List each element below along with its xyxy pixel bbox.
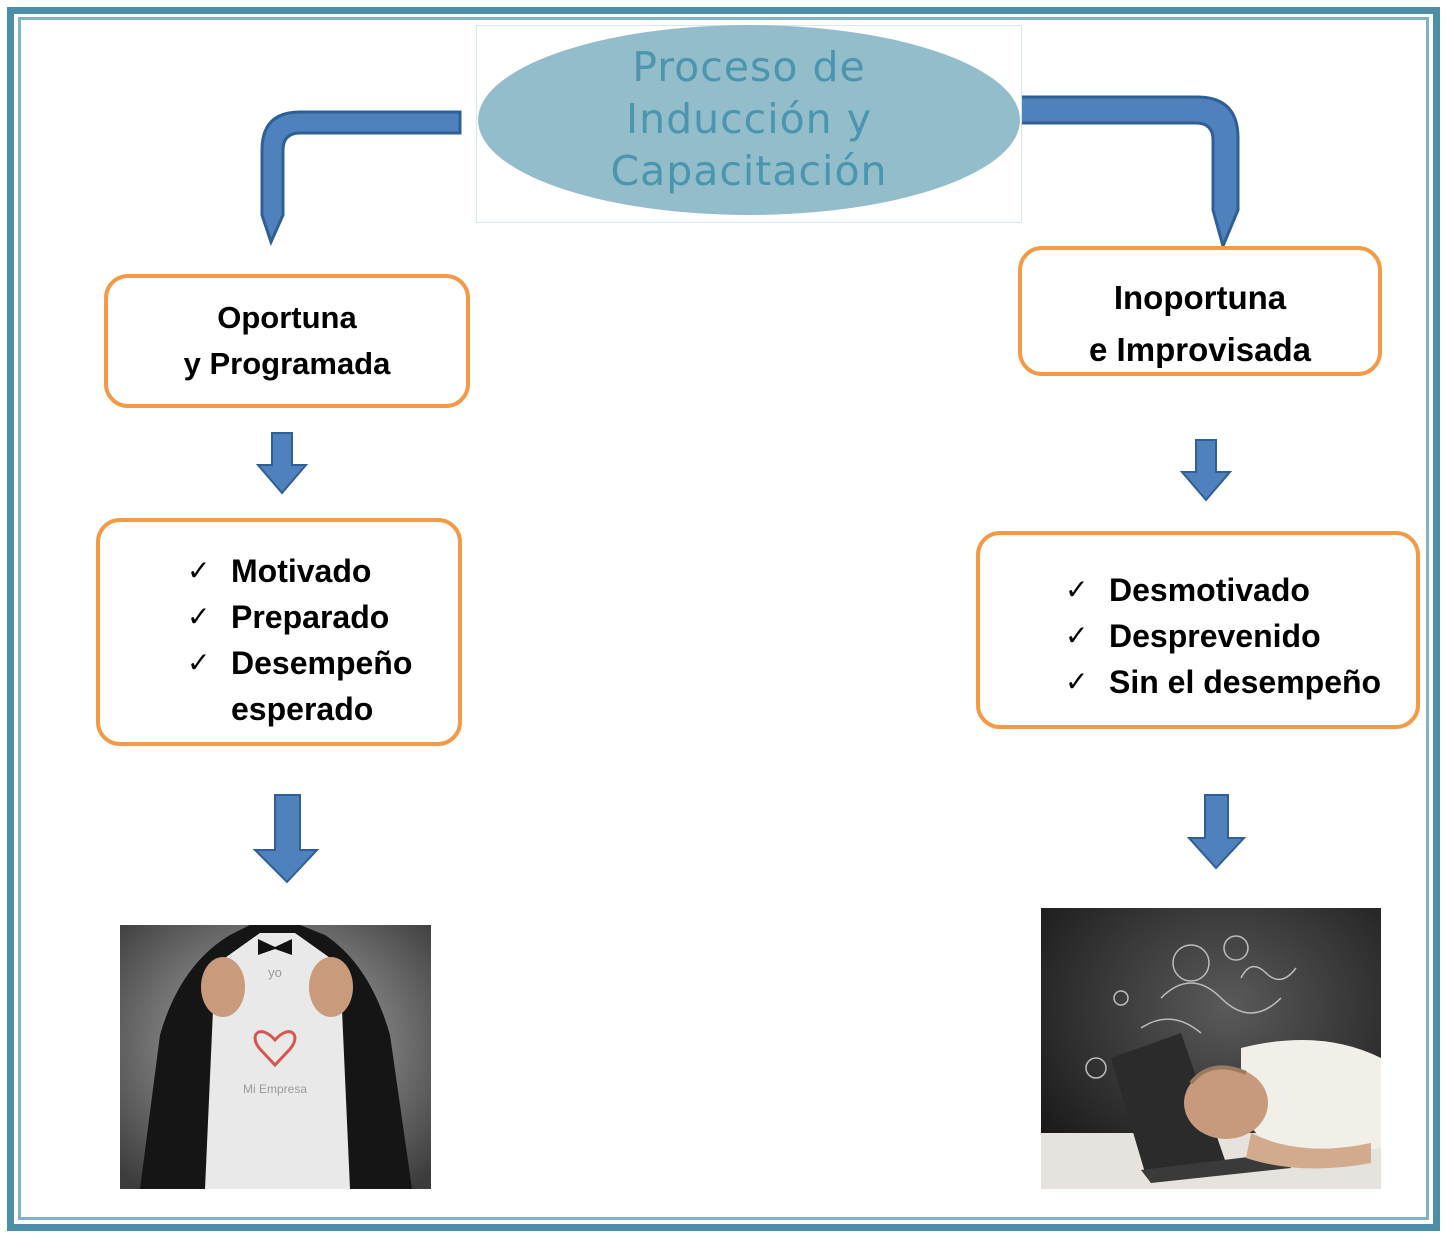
right-heading-line-1: Inoportuna <box>1113 279 1287 316</box>
check-icon: ✓ <box>187 554 211 587</box>
right-item-1: ✓Desmotivado <box>1065 567 1381 613</box>
check-icon: ✓ <box>1065 665 1089 698</box>
right-item-3: ✓Sin el desempeño <box>1065 659 1381 705</box>
left-outcomes-box: ✓Motivado ✓Preparado ✓Desempeño esperado <box>96 518 462 746</box>
right-outcomes-box: ✓Desmotivado ✓Desprevenido ✓Sin el desem… <box>976 531 1420 729</box>
right-item-2: ✓Desprevenido <box>1065 613 1381 659</box>
right-heading-box: Inoportuna e Improvisada <box>1018 246 1382 376</box>
shirt-text-bottom: Mi Empresa <box>243 1082 307 1096</box>
diagram-title: Proceso de Inducción y Capacitación <box>610 43 888 195</box>
unmotivated-employee-photo <box>1041 908 1381 1189</box>
elbow-arrow-icon-right <box>1016 95 1240 251</box>
left-item-2: ✓Preparado <box>187 594 412 640</box>
check-icon: ✓ <box>1065 573 1089 606</box>
down-arrow-icon-right-1 <box>1179 439 1233 502</box>
motivated-employee-photo: yo Mi Empresa <box>120 925 431 1189</box>
check-icon: ✓ <box>187 646 211 679</box>
left-item-1: ✓Motivado <box>187 548 412 594</box>
down-arrow-icon-left-2 <box>252 794 320 884</box>
inner-frame <box>18 17 1429 1220</box>
elbow-arrow-icon-left <box>260 110 462 247</box>
down-arrow-icon-left-1 <box>255 432 309 495</box>
check-icon: ✓ <box>1065 619 1089 652</box>
left-heading-line-1: Oportuna <box>217 300 357 335</box>
check-icon: ✓ <box>187 600 211 633</box>
left-heading-line-2: y Programada <box>183 346 391 381</box>
title-ellipse <box>478 25 1020 215</box>
down-arrow-icon-right-2 <box>1186 794 1247 870</box>
shirt-text-top: yo <box>268 965 282 980</box>
outer-frame <box>7 7 1440 1231</box>
left-item-3: ✓Desempeño esperado <box>187 640 412 732</box>
right-heading-line-2: e Improvisada <box>1089 331 1311 368</box>
left-heading-box: Oportuna y Programada <box>104 274 470 408</box>
